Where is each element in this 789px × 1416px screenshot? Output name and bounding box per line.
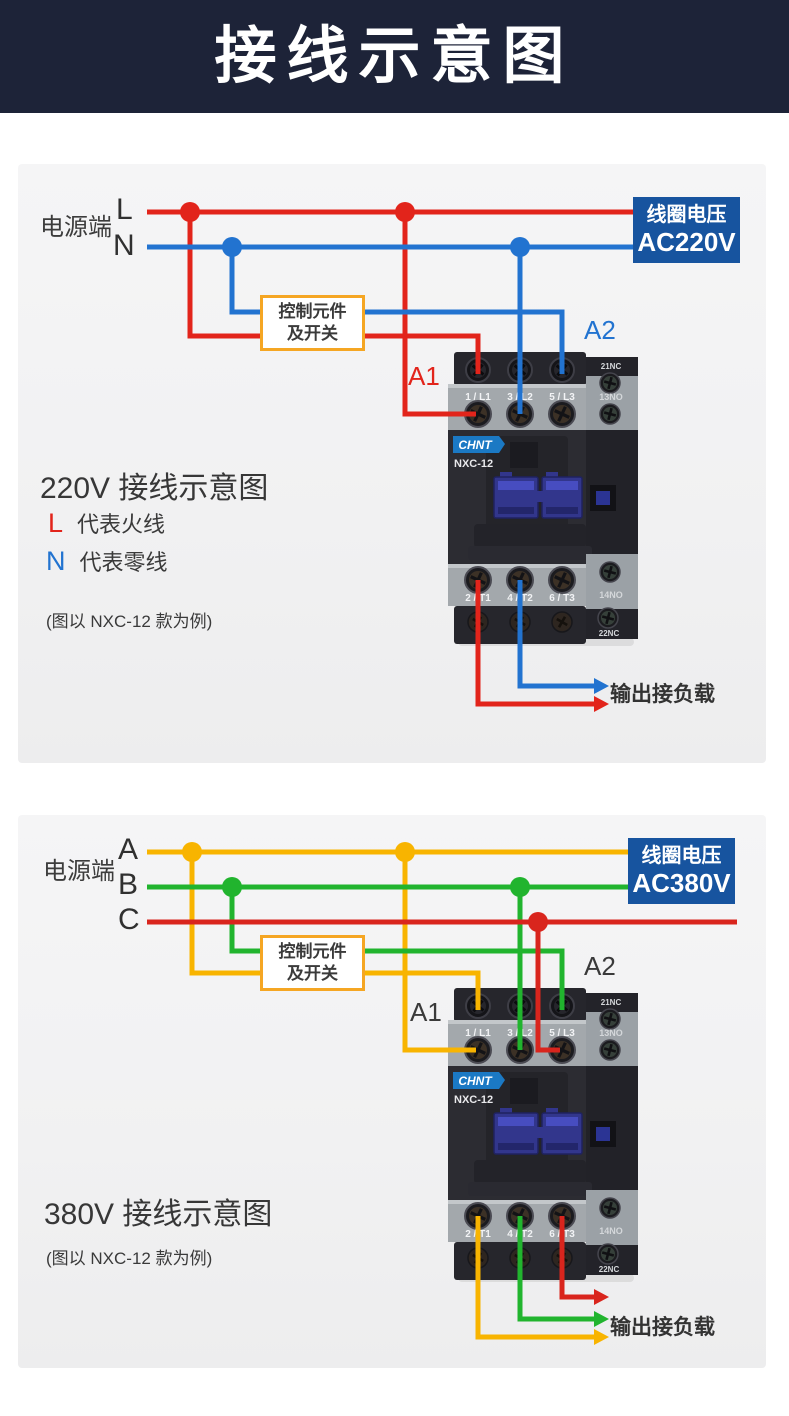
junction-dot: [180, 202, 200, 222]
line-label-b: B: [118, 868, 139, 901]
junction-dot: [395, 842, 415, 862]
arrow-right-icon: [594, 696, 609, 712]
junction-dot: [182, 842, 202, 862]
control-box: 控制元件 及开关: [260, 295, 365, 351]
coil-voltage-value: AC220V: [637, 227, 736, 257]
page-title: 接线示意图: [214, 21, 575, 91]
page-title-banner: 接线示意图: [0, 0, 789, 113]
legend-key-l: L: [48, 508, 64, 538]
control-box-line1: 控制元件: [278, 302, 347, 321]
legend-desc-n: 代表零线: [79, 550, 168, 575]
legend-key-n: N: [46, 546, 66, 576]
wire-group-phase-c: [147, 919, 737, 1300]
coil-terminal-a1-label: A1: [408, 361, 440, 391]
output-load-label: 输出接负载: [610, 1316, 715, 1339]
coil-voltage-value: AC380V: [632, 868, 731, 898]
wire-output-t1: [475, 1216, 596, 1340]
wire-b-to-coil-a2: [229, 887, 565, 1010]
wire-output-t2: [517, 580, 596, 689]
panel-caption: 220V 接线示意图: [40, 472, 269, 505]
supply-terminal-label: 电源端: [40, 214, 112, 241]
arrow-right-icon: [594, 1289, 609, 1305]
wiring-panel-380v: 电源端 A B C 线圈电压 AC380V 控制元件 及开关 A1 A2 输出接…: [18, 815, 766, 1368]
coil-voltage-badge: 线圈电压 AC220V: [633, 197, 740, 263]
line-label-l: L: [116, 193, 133, 226]
legend-desc-l: 代表火线: [77, 512, 166, 537]
supply-terminal-label: 电源端: [43, 858, 115, 885]
panel-note: (图以 NXC-12 款为例): [46, 1249, 213, 1268]
junction-dot: [510, 237, 530, 257]
control-box: 控制元件 及开关: [260, 935, 365, 991]
coil-voltage-title: 线圈电压: [646, 204, 727, 226]
wiring-panel-220v: 电源端 L N 线圈电压 AC220V 控制元件 及开关 A1 A2 输出接负载…: [18, 164, 766, 763]
wire-output-t1: [475, 580, 596, 707]
line-label-c: C: [118, 903, 140, 936]
arrow-right-icon: [594, 1329, 609, 1345]
coil-terminal-a2-label: A2: [584, 951, 616, 981]
line-label-a: A: [118, 833, 139, 866]
legend-live-wire: L 代表火线: [48, 508, 165, 539]
wire-a-to-terminal-1l1: [402, 852, 476, 1053]
wire-n-to-coil-a2: [229, 247, 565, 374]
coil-voltage-title: 线圈电压: [641, 845, 722, 867]
wire-c-to-terminal-5l3: [535, 922, 560, 1053]
arrow-right-icon: [594, 678, 609, 694]
wire-output-t3: [559, 1216, 596, 1300]
coil-terminal-a2-label: A2: [584, 315, 616, 345]
legend-neutral-wire: N 代表零线: [46, 546, 168, 577]
panel-caption: 380V 接线示意图: [44, 1198, 273, 1231]
junction-dot: [395, 202, 415, 222]
control-box-line2: 及开关: [287, 964, 338, 983]
arrow-right-icon: [594, 1311, 609, 1327]
junction-dot: [528, 912, 548, 932]
junction-dot: [510, 877, 530, 897]
coil-terminal-a1-label: A1: [410, 997, 442, 1027]
coil-voltage-badge: 线圈电压 AC380V: [628, 838, 735, 904]
output-load-label: 输出接负载: [610, 683, 715, 706]
control-box-line2: 及开关: [287, 324, 338, 343]
panel-note: (图以 NXC-12 款为例): [46, 612, 213, 631]
junction-dot: [222, 237, 242, 257]
line-label-n: N: [113, 229, 135, 262]
junction-dot: [222, 877, 242, 897]
wire-group-live: [147, 209, 633, 707]
wire-l-to-terminal-1l1: [402, 212, 476, 417]
wire-output-t2: [517, 1216, 596, 1322]
control-box-line1: 控制元件: [278, 942, 347, 961]
